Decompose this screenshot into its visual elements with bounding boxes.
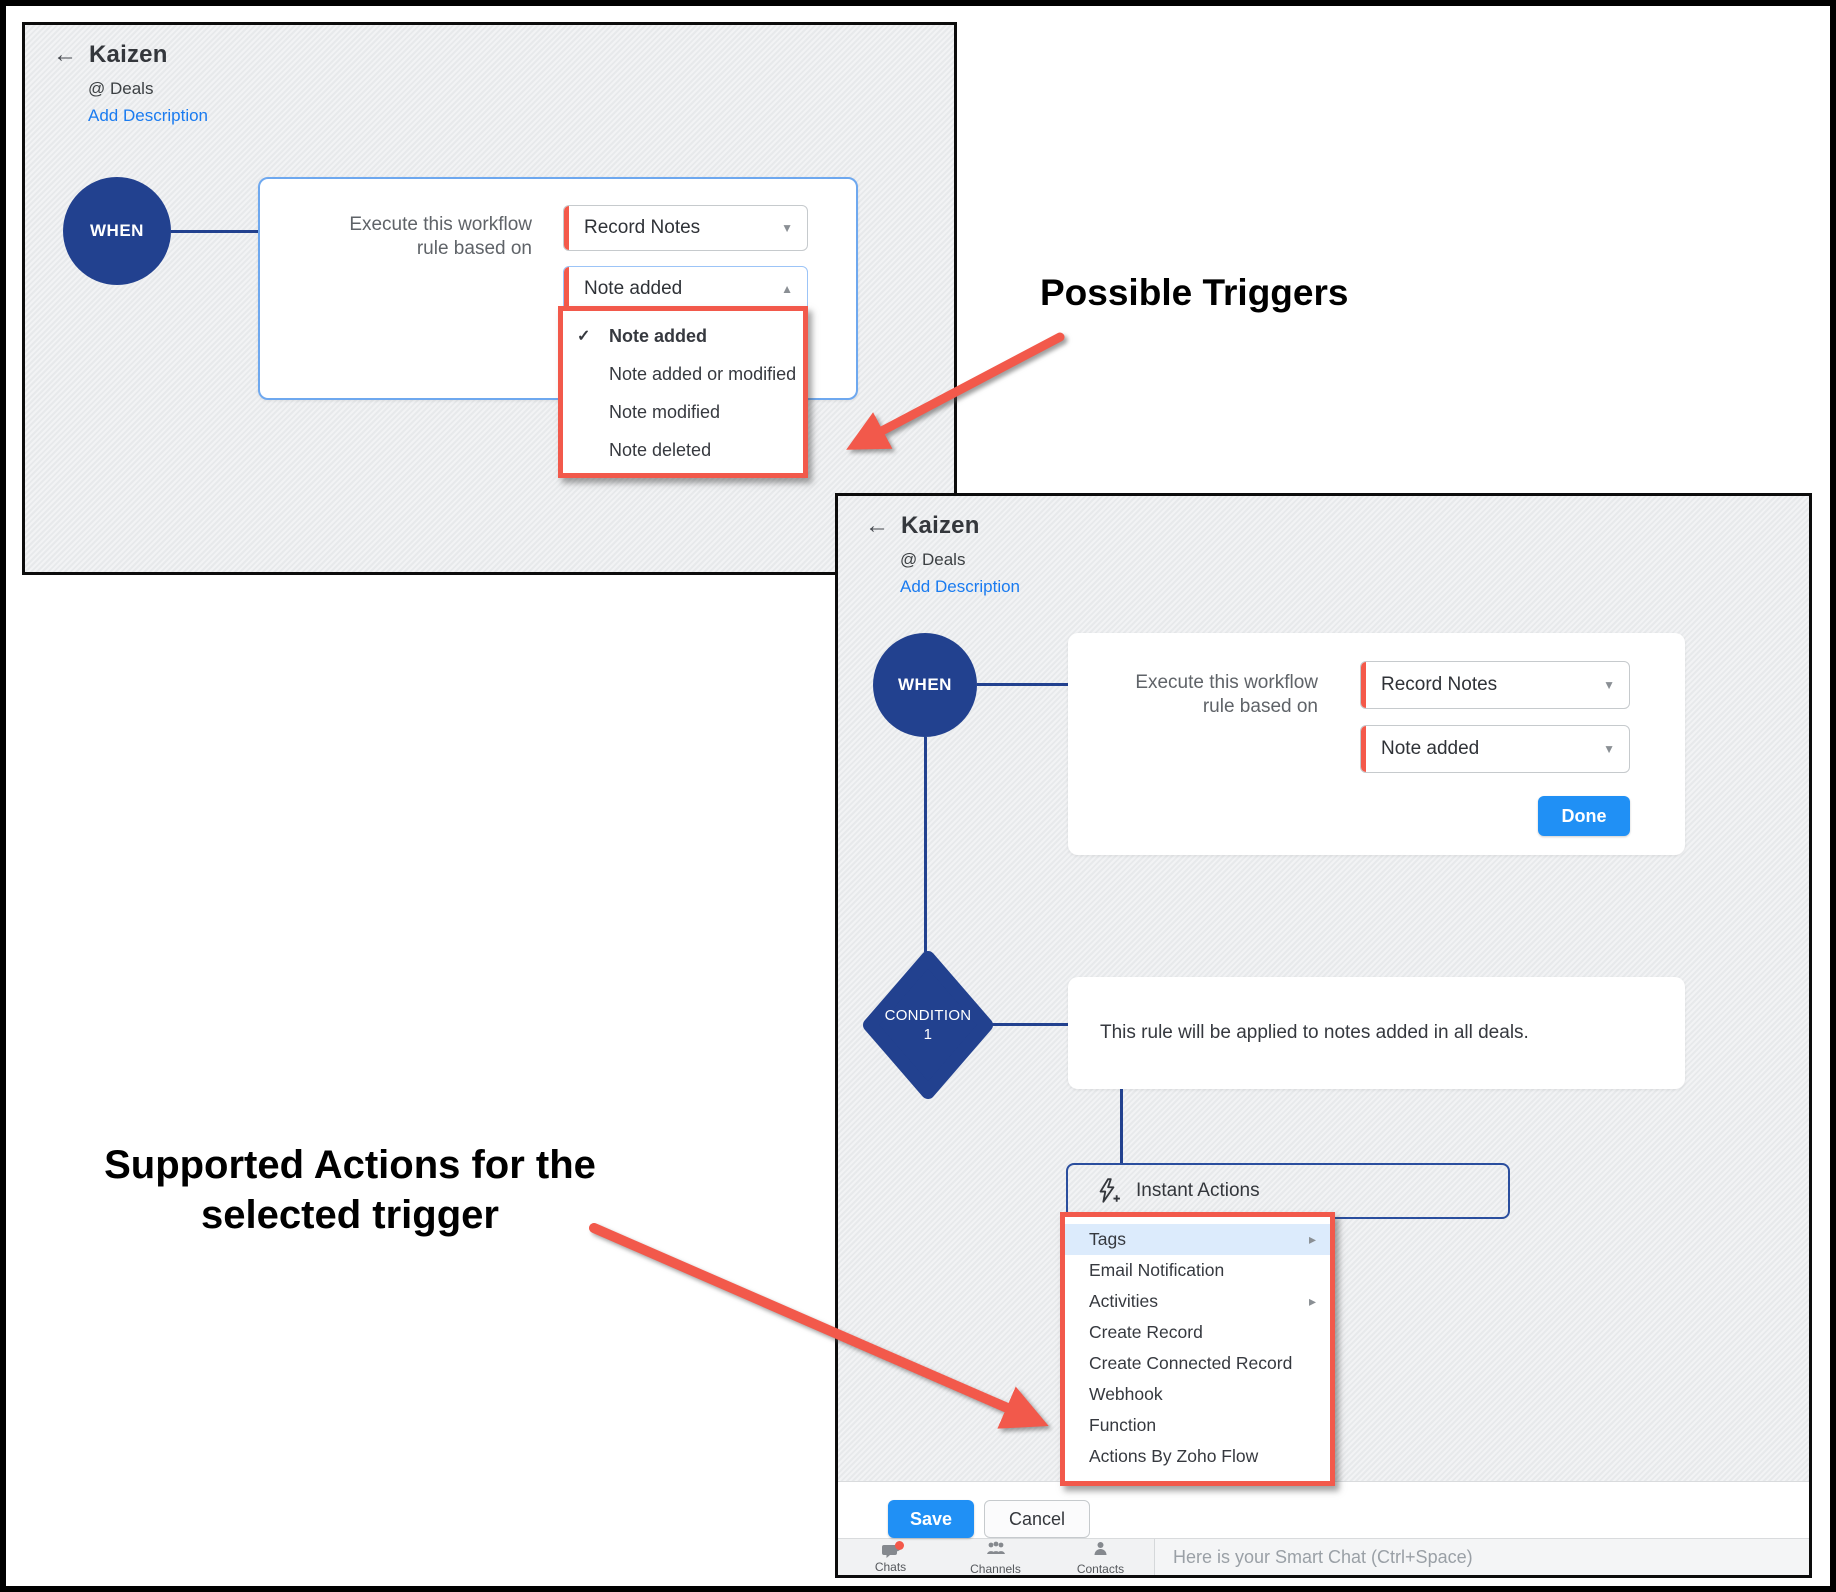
required-accent — [1361, 662, 1366, 708]
submenu-arrow-icon: ▸ — [1308, 1293, 1316, 1309]
instant-actions-button[interactable]: Instant Actions — [1066, 1163, 1510, 1219]
back-arrow-icon[interactable]: ← — [865, 512, 889, 539]
condition-node[interactable]: CONDITION 1 — [862, 950, 994, 1100]
trigger-module-value: Record Notes — [584, 217, 701, 238]
trigger-card: Execute this workflow rule based on Reco… — [1068, 633, 1685, 855]
action-item-label: Tags — [1089, 1229, 1126, 1249]
action-item-function[interactable]: Function — [1065, 1410, 1330, 1441]
smart-chat-bar: Chats Channels — [838, 1538, 1809, 1576]
done-button[interactable]: Done — [1538, 796, 1630, 836]
when-node[interactable]: WHEN — [63, 177, 171, 285]
add-description-link[interactable]: Add Description — [900, 577, 1021, 596]
actions-menu-highlight-box: Tags ▸ Email Notification Activities ▸ C… — [1060, 1212, 1335, 1486]
action-item-label: Create Connected Record — [1089, 1353, 1293, 1373]
connector-condition-card — [990, 1023, 1068, 1026]
condition-node-label: CONDITION 1 — [884, 1007, 972, 1043]
rule-label: Execute this workflow rule based on — [349, 214, 532, 259]
menu-item-label: Note modified — [609, 401, 721, 422]
when-node[interactable]: WHEN — [873, 633, 977, 737]
trigger-options-highlight-box: ✓ Note added Note added or modified Note… — [558, 306, 808, 478]
check-icon: ✓ — [577, 328, 591, 345]
tab-label: Channels — [970, 1561, 1021, 1576]
menu-item-note-modified[interactable]: Note modified — [563, 393, 803, 431]
trigger-event-select[interactable]: Note added ▼ — [1360, 725, 1630, 773]
tab-label: Chats — [874, 1559, 907, 1574]
chevron-up-icon: ▲ — [781, 282, 793, 296]
supported-actions-line2: selected trigger — [201, 1193, 499, 1237]
connector-when-card — [171, 230, 259, 233]
menu-item-label: Note deleted — [609, 439, 712, 460]
when-node-label: WHEN — [90, 221, 144, 240]
unread-badge — [894, 1540, 904, 1550]
panel2-header: ← Kaizen — [865, 512, 980, 540]
chevron-down-icon: ▼ — [781, 221, 793, 235]
panel1-header: ← Kaizen — [53, 41, 168, 69]
back-arrow-icon[interactable]: ← — [53, 41, 77, 68]
possible-triggers-annotation: Possible Triggers — [1040, 272, 1349, 313]
action-item-email-notification[interactable]: Email Notification — [1065, 1255, 1330, 1286]
trigger-options-menu: ✓ Note added Note added or modified Note… — [563, 311, 803, 473]
chevron-down-icon: ▼ — [1603, 678, 1615, 692]
menu-item-note-deleted[interactable]: Note deleted — [563, 431, 803, 469]
chevron-down-icon: ▼ — [1603, 742, 1615, 756]
action-item-create-record[interactable]: Create Record — [1065, 1317, 1330, 1348]
workflow-panel-triggers: ← Kaizen @ Deals Add Description WHEN Ex… — [22, 22, 957, 575]
required-accent — [1361, 726, 1366, 772]
trigger-module-select[interactable]: Record Notes ▼ — [1360, 661, 1630, 709]
condition-diamond-shape — [863, 951, 993, 1099]
smart-chat-placeholder: Here is your Smart Chat (Ctrl+Space) — [1173, 1546, 1473, 1567]
cancel-button[interactable]: Cancel — [984, 1500, 1090, 1538]
rule-label: Execute this workflow rule based on — [1135, 672, 1318, 717]
action-item-tags[interactable]: Tags ▸ — [1065, 1224, 1330, 1255]
action-item-label: Activities — [1089, 1291, 1159, 1311]
instant-actions-label: Instant Actions — [1136, 1180, 1260, 1201]
action-item-actions-by-zoho-flow[interactable]: Actions By Zoho Flow — [1065, 1441, 1330, 1472]
menu-item-label: Note added or modified — [609, 363, 797, 384]
channels-icon — [986, 1541, 1006, 1561]
module-label: @ Deals — [88, 79, 154, 98]
supported-actions-line1: Supported Actions for the — [104, 1143, 596, 1187]
add-description-link[interactable]: Add Description — [88, 106, 209, 125]
page-title: Kaizen — [89, 41, 168, 68]
required-accent — [564, 206, 569, 250]
tab-contacts[interactable]: Contacts — [1048, 1539, 1153, 1576]
tab-channels[interactable]: Channels — [943, 1539, 1048, 1576]
page-title: Kaizen — [901, 512, 980, 539]
trigger-module-value: Record Notes — [1381, 674, 1498, 695]
supported-actions-annotation: Supported Actions for the selected trigg… — [95, 1140, 605, 1240]
connector-when-card — [977, 683, 1068, 686]
chat-tabs: Chats Channels — [838, 1539, 1154, 1576]
submenu-arrow-icon: ▸ — [1308, 1231, 1316, 1247]
chats-icon — [881, 1540, 904, 1559]
menu-item-note-added[interactable]: ✓ Note added — [563, 317, 803, 355]
condition-text: This rule will be applied to notes added… — [1100, 1022, 1529, 1043]
connector-when-condition — [924, 737, 927, 952]
action-item-webhook[interactable]: Webhook — [1065, 1379, 1330, 1410]
connector-condition-actions — [1120, 1089, 1123, 1163]
action-item-activities[interactable]: Activities ▸ — [1065, 1286, 1330, 1317]
trigger-event-value: Note added — [1381, 738, 1480, 759]
action-item-label: Webhook — [1089, 1384, 1163, 1404]
condition-card: This rule will be applied to notes added… — [1068, 977, 1685, 1089]
required-accent — [564, 267, 569, 311]
actions-menu: Tags ▸ Email Notification Activities ▸ C… — [1065, 1217, 1330, 1481]
action-item-create-connected-record[interactable]: Create Connected Record — [1065, 1348, 1330, 1379]
action-item-label: Create Record — [1089, 1322, 1203, 1342]
contacts-icon — [1093, 1541, 1108, 1561]
action-item-label: Actions By Zoho Flow — [1089, 1446, 1259, 1466]
trigger-module-select[interactable]: Record Notes ▼ — [563, 205, 808, 251]
when-node-label: WHEN — [898, 675, 952, 694]
tab-chats[interactable]: Chats — [838, 1539, 943, 1575]
instant-actions-icon — [1094, 1177, 1120, 1205]
workflow-panel-actions: ← Kaizen @ Deals Add Description WHEN Ex… — [835, 493, 1812, 1578]
smart-chat-input[interactable]: Here is your Smart Chat (Ctrl+Space) — [1154, 1539, 1809, 1575]
trigger-event-value: Note added — [584, 278, 683, 299]
tab-label: Contacts — [1076, 1561, 1125, 1576]
save-button[interactable]: Save — [888, 1500, 974, 1538]
menu-item-label: Note added — [609, 325, 708, 346]
menu-item-note-added-or-modified[interactable]: Note added or modified — [563, 355, 803, 393]
module-label: @ Deals — [900, 550, 966, 569]
action-item-label: Email Notification — [1089, 1260, 1225, 1280]
action-item-label: Function — [1089, 1415, 1157, 1435]
